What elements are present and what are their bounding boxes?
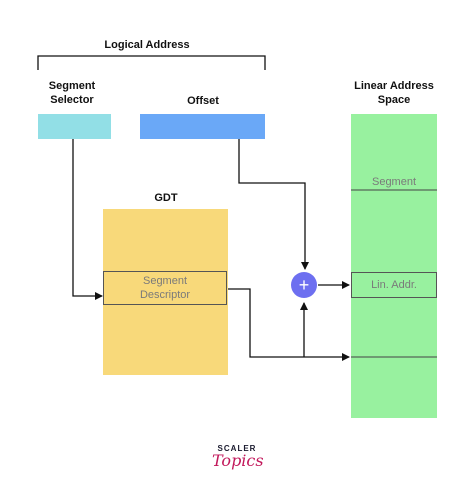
logo-line1: SCALER	[217, 444, 257, 453]
segment-descriptor-text: Segment Descriptor	[103, 274, 227, 302]
linear-address-space-label-line1: Linear Address	[354, 80, 434, 92]
linear-segment-label: Segment	[371, 176, 417, 188]
offset-label: Offset	[187, 95, 219, 107]
offset-to-adder-arrow	[238, 139, 309, 270]
segment-selector-box	[38, 114, 111, 139]
linear-address-space-column	[351, 114, 437, 418]
segment-selector-label-line1: Segment	[48, 80, 96, 92]
adder-plus-icon: +	[299, 275, 310, 295]
lin-addr-row	[351, 272, 437, 298]
selector-to-descriptor-arrow	[72, 139, 103, 300]
descriptor-to-base-line	[228, 288, 304, 358]
segment-selector-label: Segment Selector	[34, 79, 110, 107]
segment-descriptor-row	[103, 271, 227, 305]
segment-selector-label-line2: Selector	[50, 94, 94, 106]
linear-address-space-label-line2: Space	[377, 94, 411, 106]
logical-address-bracket	[37, 55, 266, 70]
logo-line2: Topics	[212, 451, 264, 470]
offset-box	[140, 114, 265, 139]
segment-descriptor-line2: Descriptor	[139, 289, 191, 301]
adder-circle	[291, 272, 317, 298]
lin-addr-label: Lin. Addr.	[371, 279, 417, 291]
gdt-table	[103, 209, 228, 375]
segment-descriptor-line1: Segment	[142, 275, 188, 287]
scaler-topics-logo: SCALER Topics	[212, 444, 264, 470]
logical-address-title: Logical Address	[104, 39, 190, 51]
linear-address-space-label: Linear Address Space	[344, 79, 444, 107]
gdt-title: GDT	[154, 192, 178, 204]
